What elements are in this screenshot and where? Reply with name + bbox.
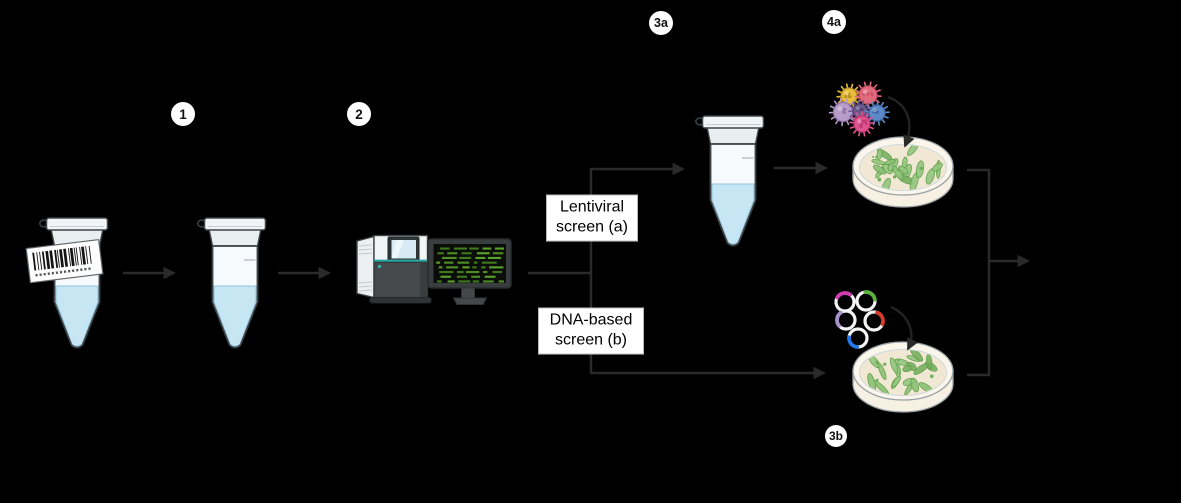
plasmid-ring xyxy=(847,327,869,349)
plasmid-ring xyxy=(863,310,885,332)
sequencer-vents xyxy=(358,244,373,292)
computer-monitor xyxy=(427,238,512,305)
sequencer-body xyxy=(373,261,429,301)
plasmid-ring xyxy=(834,291,856,313)
delivery-arrows xyxy=(887,95,918,351)
sequencer-base xyxy=(369,297,432,304)
step-badge-1: 1 xyxy=(171,102,195,126)
sequencer-screen-glare xyxy=(391,240,404,259)
merge-bracket xyxy=(967,168,991,377)
sequencer-accent-strip xyxy=(374,259,428,263)
arrow-virus-to-dish xyxy=(887,95,915,148)
step-badge-2: 2 xyxy=(347,102,371,126)
step-badge-3a: 3a xyxy=(649,11,673,35)
pooled-library-tube xyxy=(695,115,765,247)
virus-particle xyxy=(828,97,858,127)
sequencer-body-shade xyxy=(420,262,428,300)
plasmid-ring xyxy=(835,309,857,331)
sample-tube-barcoded xyxy=(39,217,109,349)
plasmid-vectors xyxy=(834,290,885,349)
dna-sequencer xyxy=(356,234,432,304)
lentivirus-particles xyxy=(828,81,890,137)
sequencer-power-led xyxy=(377,264,382,269)
sample-tube xyxy=(197,217,267,349)
lentiviral-screen-label: Lentiviral screen (a) xyxy=(546,194,638,242)
virus-particle xyxy=(849,111,875,137)
barcode-label xyxy=(25,238,104,284)
step-badge-4a: 4a xyxy=(822,10,846,34)
plasmid-ring xyxy=(855,290,877,312)
petri-dish-dna xyxy=(852,341,954,413)
monitor-stand-base xyxy=(452,297,488,305)
sequencing-data-readout xyxy=(436,247,504,283)
step-badge-3b: 3b xyxy=(825,425,847,447)
virus-particle xyxy=(864,100,890,126)
petri-dish-lentiviral xyxy=(852,136,954,208)
monitor-stand-neck xyxy=(461,287,475,299)
dna-screen-label: DNA-based screen (b) xyxy=(538,307,644,355)
arrow-plasmid-to-dish xyxy=(890,305,918,351)
